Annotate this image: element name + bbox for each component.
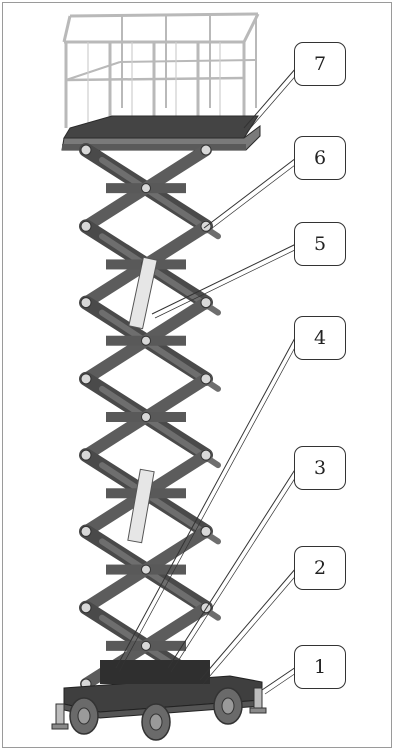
- base-housing: [100, 660, 210, 684]
- callout-7: 7: [294, 42, 346, 86]
- mid-rail-back: [119, 59, 257, 63]
- outrigger-leg: [253, 687, 263, 709]
- hydraulic-cylinder-lower: [127, 468, 155, 544]
- scissor-arm-rear: [99, 233, 221, 316]
- pivot-joint: [200, 525, 212, 537]
- pivot-joint: [80, 449, 92, 461]
- wheel-hub: [149, 713, 163, 731]
- deck-surface: [63, 115, 259, 139]
- callout-6: 6: [294, 136, 346, 180]
- leader-lines: [115, 67, 300, 695]
- scissor-arm-rear: [99, 462, 221, 545]
- work-platform: [61, 115, 261, 151]
- center-pin: [141, 335, 151, 346]
- leader-line-3: [167, 467, 297, 669]
- outrigger-foot: [249, 707, 267, 714]
- leader-line-4: [115, 335, 297, 669]
- leader-line-2: [202, 571, 300, 685]
- callout-2: 2: [294, 546, 346, 590]
- callout-label: 1: [313, 656, 327, 678]
- hydraulic-cylinders: [127, 256, 158, 544]
- callout-4: 4: [294, 316, 346, 360]
- pivot-joint: [200, 449, 212, 461]
- center-pin: [141, 640, 151, 651]
- pivot-joint: [80, 144, 92, 156]
- pivot-joint: [80, 373, 92, 385]
- callout-5: 5: [294, 222, 346, 266]
- guardrail: [62, 12, 260, 128]
- scissor-arm-rear: [99, 157, 221, 240]
- leader-line-1: [261, 666, 297, 691]
- scissor-arm-rear: [99, 538, 221, 621]
- callout-label: 5: [313, 233, 327, 255]
- leader-line-2: [199, 567, 297, 681]
- center-pin: [141, 412, 151, 422]
- leader-line-7: [243, 67, 297, 129]
- deck-lip: [62, 144, 246, 150]
- leader-line-7: [246, 71, 300, 133]
- callout-label: 6: [313, 147, 327, 169]
- scissor-mechanism: [79, 143, 221, 697]
- top-rail-back: [69, 12, 259, 18]
- scissor-arm-rear: [99, 385, 221, 469]
- wheel-hub: [77, 707, 91, 725]
- scissor-arm-rear: [99, 309, 221, 392]
- callout-label: 4: [313, 327, 327, 349]
- outrigger-leg: [55, 703, 65, 725]
- wheel-hub: [221, 697, 235, 715]
- leader-line-6: [206, 161, 300, 233]
- mid-rail-left: [65, 61, 121, 81]
- leader-line-4: [118, 339, 300, 673]
- leader-line-5: [154, 247, 300, 319]
- pivot-joint: [200, 144, 212, 156]
- callout-label: 2: [313, 557, 327, 579]
- pivot-joint: [200, 373, 212, 385]
- pivot-joint: [80, 297, 92, 309]
- outrigger-foot: [51, 723, 69, 730]
- chassis: [51, 660, 267, 741]
- leader-line-6: [203, 157, 297, 229]
- leader-line-3: [170, 471, 300, 673]
- pivot-joint: [80, 602, 92, 614]
- top-rail-left: [62, 15, 72, 43]
- callout-1: 1: [294, 645, 346, 689]
- callout-label: 7: [313, 53, 327, 75]
- leader-line-5: [151, 243, 297, 315]
- center-pin: [141, 564, 151, 575]
- pivot-joint: [80, 220, 92, 232]
- callout-label: 3: [313, 457, 327, 479]
- pivot-joint: [200, 297, 212, 309]
- hydraulic-cylinder-upper: [128, 256, 158, 330]
- pivot-joint: [80, 525, 92, 537]
- callout-3: 3: [294, 446, 346, 490]
- leader-line-1: [264, 670, 300, 695]
- center-pin: [141, 183, 151, 194]
